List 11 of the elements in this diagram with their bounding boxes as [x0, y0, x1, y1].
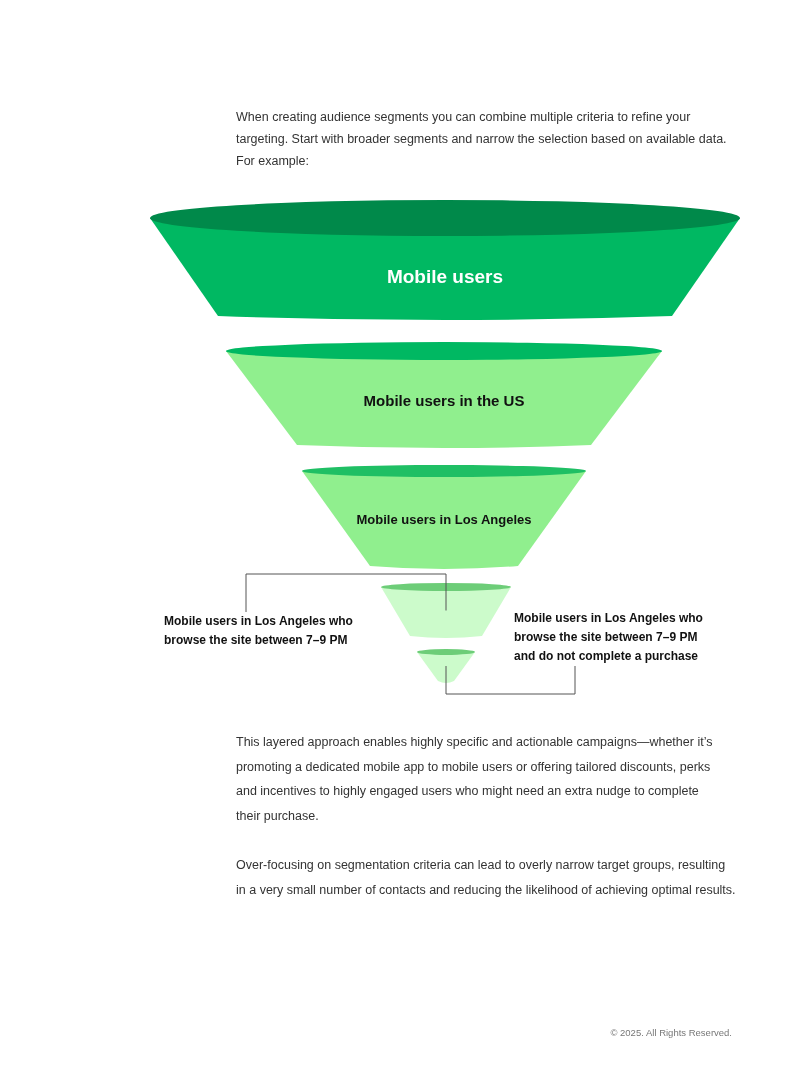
segment-label: Mobile users in Los Angeles who browse the site between 7–9 PM: [164, 612, 364, 650]
paragraph: When creating audience segments you can combine multiple criteria to refine your targeting. Start with broader segments and narrow the selection based on available data. For example:: [236, 109, 728, 170]
paragraph: This layered approach enables highly specific and actionable campaigns—whether it’s promoting a dedicated mobile app to mobile users or offering tailored discounts, perks and incentives to highly engaged users who might need an extra nudge to complete their purchase.: [236, 734, 714, 825]
segment-label: Mobile users in Los Angeles who browse the site between 7–9 PM and do not complete a purchase: [514, 609, 714, 666]
leader-line: [445, 665, 576, 695]
leader-line: [245, 573, 447, 613]
paragraph: Over-focusing on segmentation criteria can lead to overly narrow target groups, resulting in a very small number of contacts and reducing the likelihood of achieving optimal results.: [236, 857, 737, 899]
tier-label: Mobile users in the US: [363, 391, 525, 409]
tier-label: Mobile users: [386, 266, 504, 288]
copyright-text: © 2025. All Rights Reserved.: [609, 1026, 732, 1040]
tier-label: Mobile users in Los Angeles: [356, 511, 532, 527]
